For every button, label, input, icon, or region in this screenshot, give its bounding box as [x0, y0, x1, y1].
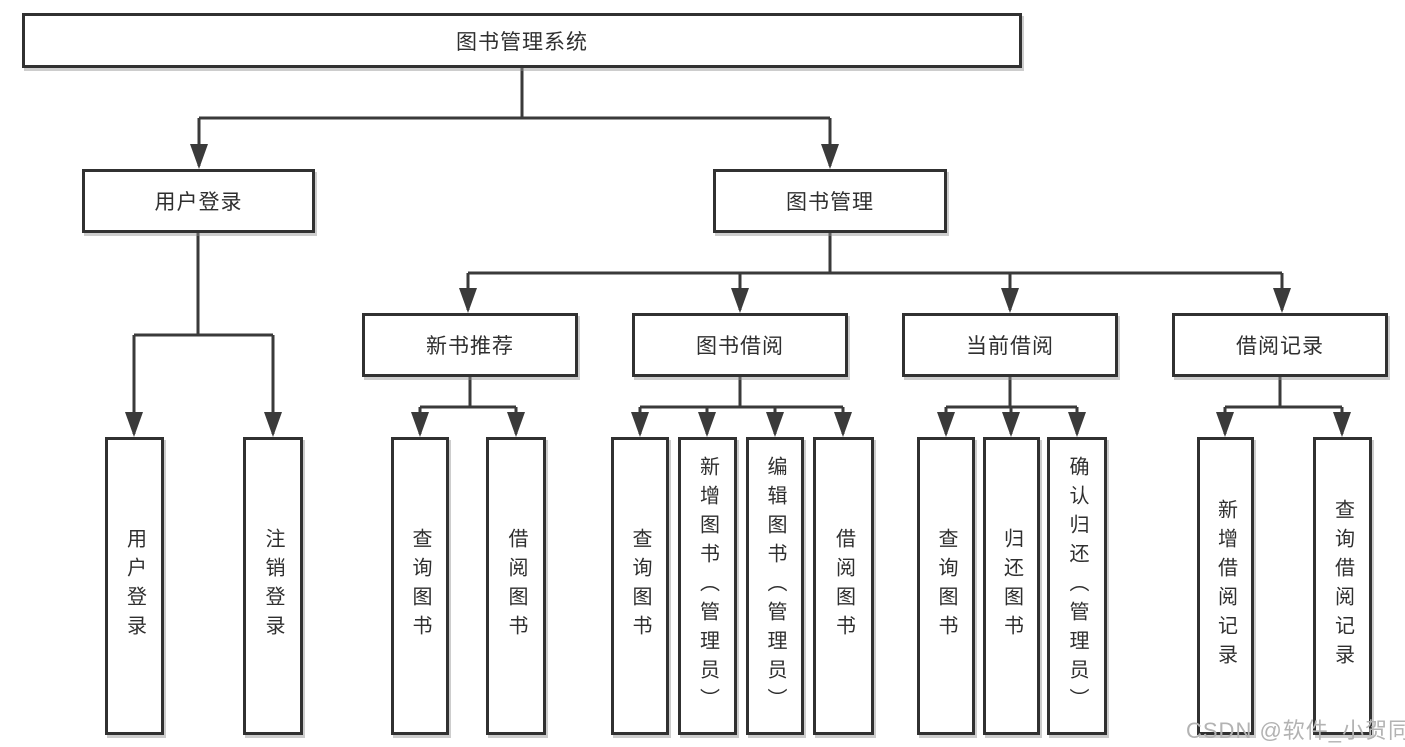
- csdn-watermark: CSDN @软件_小贺同学: [1186, 718, 1405, 743]
- node-book-borrow: 图书借阅: [632, 313, 848, 377]
- node-leaf-search-books-3: 查询图书: [917, 437, 975, 735]
- node-leaf-logout: 注销登录: [243, 437, 303, 735]
- node-leaf-user-login: 用户登录: [105, 437, 164, 735]
- node-leaf-search-books-2: 查询图书: [611, 437, 669, 735]
- node-leaf-add-books-admin: 新增图书（管理员）: [678, 437, 737, 735]
- node-library-management-system: 图书管理系统: [22, 13, 1022, 68]
- node-leaf-borrow-books-2: 借阅图书: [813, 437, 874, 735]
- node-leaf-search-books-1: 查询图书: [391, 437, 449, 735]
- node-borrow-records: 借阅记录: [1172, 313, 1388, 377]
- node-book-management: 图书管理: [713, 169, 947, 233]
- arrowheads: [125, 144, 1351, 437]
- node-leaf-add-borrow-record: 新增借阅记录: [1197, 437, 1254, 735]
- node-current-borrow: 当前借阅: [902, 313, 1118, 377]
- node-leaf-borrow-books-1: 借阅图书: [486, 437, 546, 735]
- node-new-book-recommend: 新书推荐: [362, 313, 578, 377]
- node-leaf-return-books: 归还图书: [983, 437, 1040, 735]
- node-user-login: 用户登录: [82, 169, 315, 233]
- node-leaf-edit-books-admin: 编辑图书（管理员）: [746, 437, 804, 735]
- node-leaf-search-borrow-record: 查询借阅记录: [1313, 437, 1372, 735]
- node-leaf-confirm-return-admin: 确认归还（管理员）: [1047, 437, 1107, 735]
